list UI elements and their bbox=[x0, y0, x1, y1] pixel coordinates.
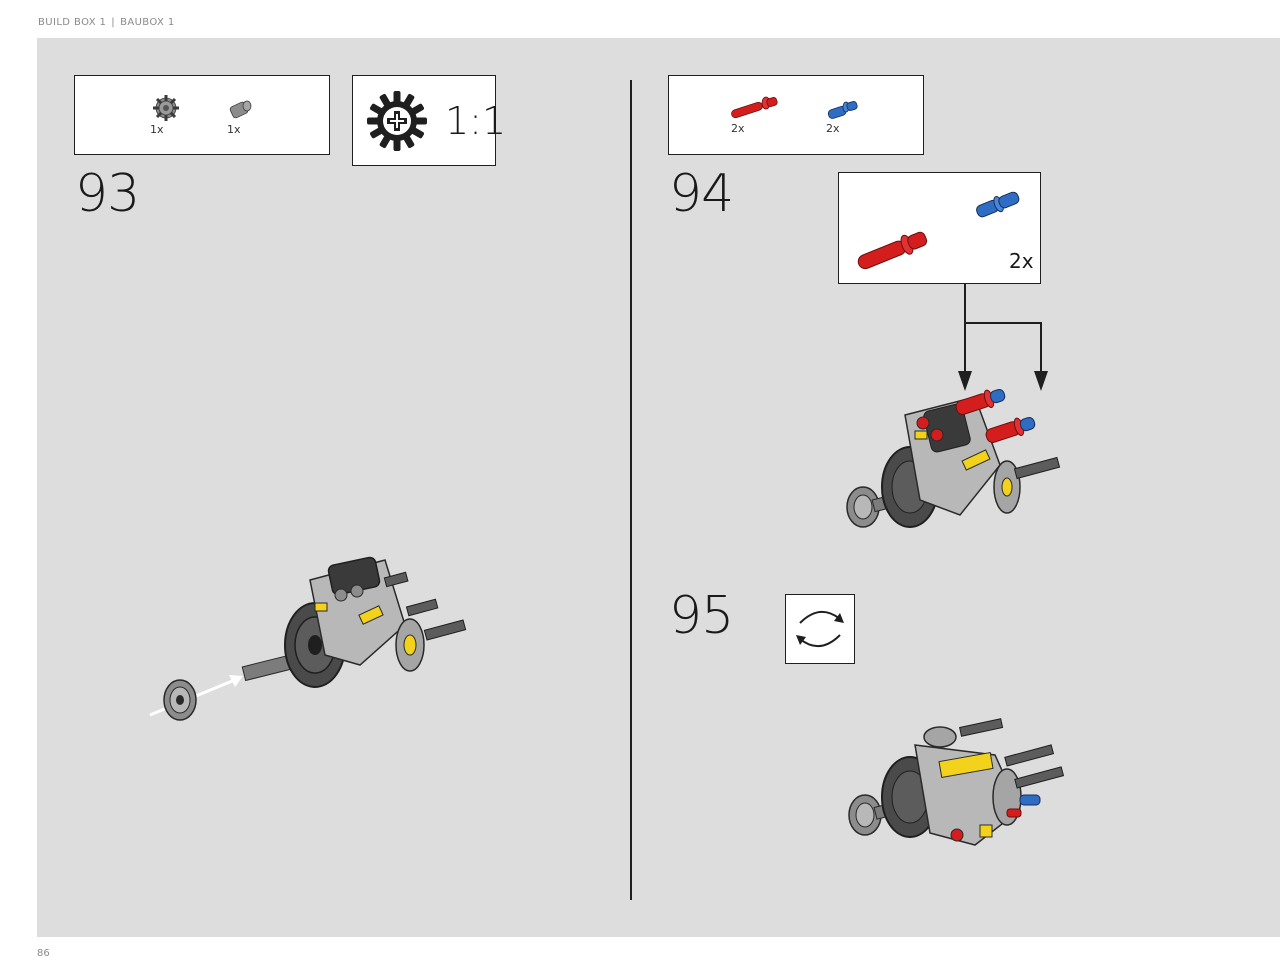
step95-assembly-illustration bbox=[848, 718, 1065, 846]
step-93-number: 93 bbox=[75, 164, 140, 224]
step94-part2-qty: 2x bbox=[826, 122, 840, 135]
step94-parts-box: 2x 2x bbox=[668, 75, 924, 155]
subassembly-pins-illustration bbox=[857, 191, 1020, 270]
step93-assembly-illustration bbox=[149, 556, 467, 721]
instruction-panel bbox=[37, 38, 1280, 937]
gear-ratio-box: 1:1 bbox=[352, 75, 506, 166]
header-separator: | bbox=[111, 17, 116, 28]
step93-part2-qty: 1x bbox=[227, 123, 241, 136]
rotate-model-icon bbox=[796, 611, 844, 647]
connector-bush-icon bbox=[229, 100, 252, 119]
step94-part1-qty: 2x bbox=[731, 122, 745, 135]
page-header: BUILD BOX 1 | BAUBOX 1 bbox=[38, 17, 175, 28]
step-95-number: 95 bbox=[669, 586, 734, 646]
step94-subassembly-qty: 2x bbox=[1009, 249, 1034, 273]
header-baubox: BAUBOX 1 bbox=[120, 17, 175, 28]
gear-12-tooth-icon bbox=[153, 95, 179, 121]
step93-part1-qty: 1x bbox=[150, 123, 164, 136]
page-number: 86 bbox=[37, 948, 50, 959]
axle-pin-red-icon bbox=[731, 96, 778, 119]
step-94-number: 94 bbox=[669, 164, 734, 224]
subassembly-placement-arrows bbox=[958, 283, 1048, 391]
step94-subassembly-box: 2x bbox=[838, 172, 1041, 284]
header-build-box: BUILD BOX 1 bbox=[38, 17, 107, 28]
gear-ratio-label: 1:1 bbox=[445, 99, 507, 143]
step94-assembly-illustration bbox=[846, 388, 1061, 528]
step-divider bbox=[630, 80, 632, 900]
step93-parts-box: 1x 1x bbox=[74, 75, 330, 155]
rotate-model-box bbox=[785, 594, 855, 664]
pin-blue-icon bbox=[827, 101, 858, 119]
gear-ratio-icon bbox=[367, 91, 427, 151]
